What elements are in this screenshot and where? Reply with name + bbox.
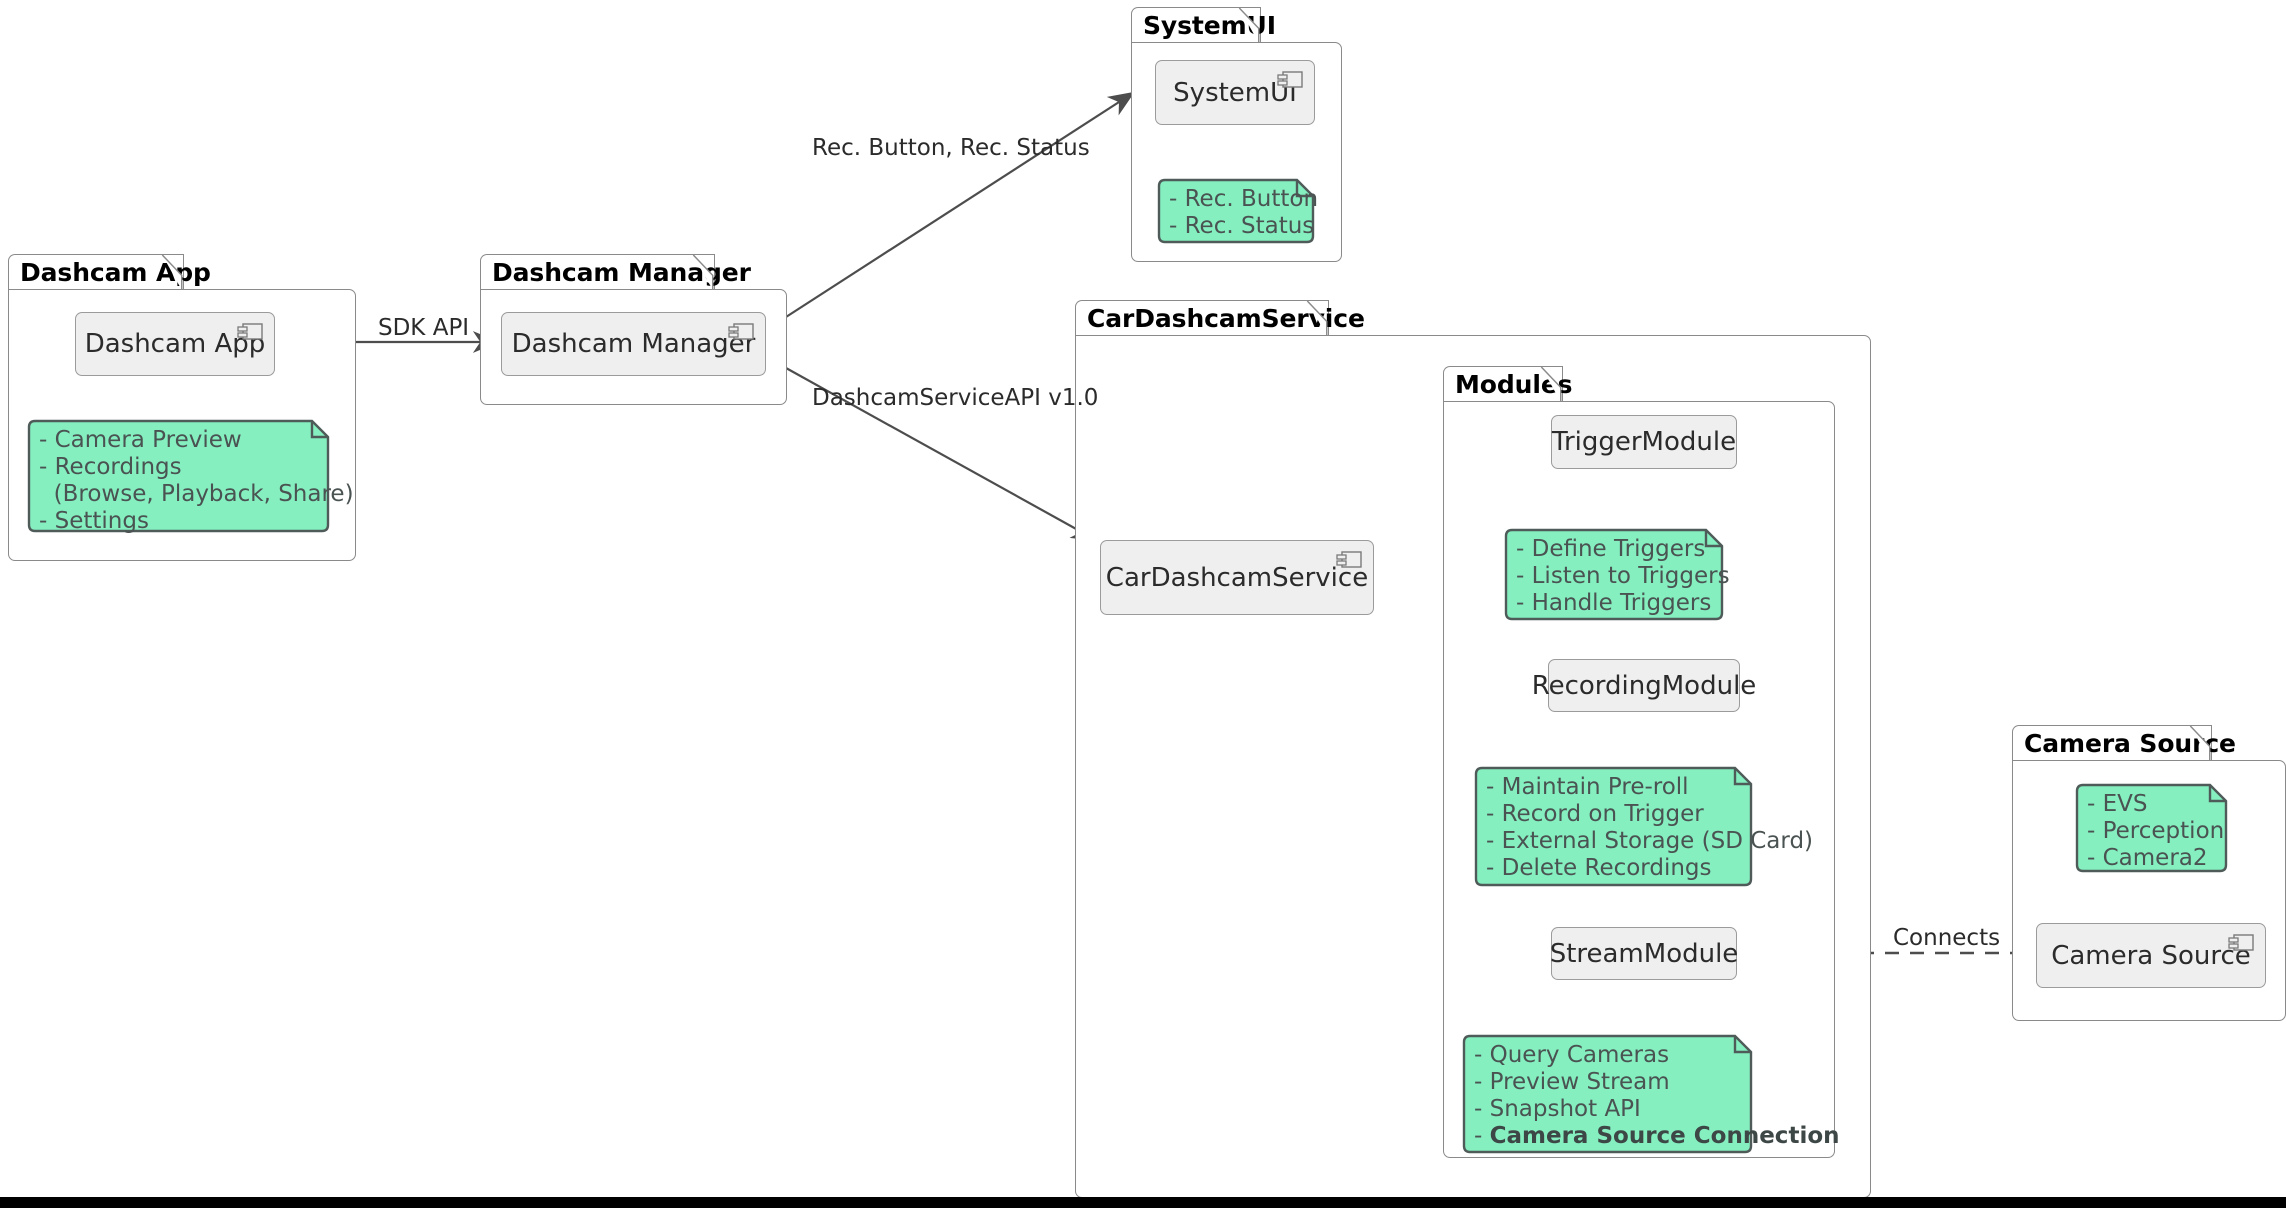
package-tab-systemui: SystemUI	[1131, 7, 1276, 43]
component-label-systemui: SystemUI	[1173, 77, 1297, 108]
note-recording-module: - Maintain Pre-roll - Record on Trigger …	[1473, 765, 1813, 888]
edge-label-sdk-api: SDK API	[378, 315, 470, 341]
component-label-camera-source: Camera Source	[2051, 940, 2251, 971]
package-tab-dashcam-manager: Dashcam Manager	[480, 254, 751, 290]
component-systemui[interactable]: SystemUI	[1155, 60, 1315, 125]
uml-component-icon	[1277, 71, 1303, 88]
note-shape	[1474, 766, 1753, 887]
component-stream-module[interactable]: StreamModule	[1549, 927, 1739, 980]
package-tab-car-dashcam-service: CarDashcamService	[1075, 300, 1365, 336]
package-tab-corner	[1238, 7, 1260, 43]
package-tab-dashcam-app: Dashcam App	[8, 254, 211, 290]
package-dashcam-app: Dashcam App Dashcam App - Camera Preview…	[8, 254, 356, 561]
component-dashcam-manager[interactable]: Dashcam Manager	[501, 312, 766, 376]
uml-component-icon	[1336, 551, 1362, 568]
package-tab-corner	[161, 254, 183, 290]
package-tab-modules: Modules	[1443, 366, 1573, 402]
note-text-stream-module: - Query Cameras - Preview Stream - Snaps…	[1474, 1042, 1840, 1149]
package-dashcam-manager: Dashcam Manager Dashcam Manager	[480, 254, 787, 405]
package-tab-corner	[1306, 300, 1328, 336]
edge-rec-button-status	[785, 91, 1135, 318]
uml-component-icon	[2228, 934, 2254, 951]
component-label-dashcam-manager: Dashcam Manager	[511, 329, 756, 359]
package-tab-camera-source: Camera Source	[2012, 725, 2236, 761]
screen-bottom-bar	[0, 1197, 2286, 1208]
edge-label-rec-button-status: Rec. Button, Rec. Status	[812, 135, 1090, 161]
package-tab-corner	[2189, 725, 2211, 761]
edge-label-dashcam-service-api: DashcamServiceAPI v1.0	[812, 385, 1099, 411]
note-shape	[1462, 1034, 1753, 1154]
package-modules: Modules TriggerModule - Define Triggers …	[1443, 366, 1840, 1158]
component-dashcam-app[interactable]: Dashcam App	[75, 312, 275, 376]
note-text-trigger-module: - Define Triggers - Listen to Triggers -…	[1516, 536, 1730, 616]
component-trigger-module[interactable]: TriggerModule	[1551, 415, 1737, 469]
note-text-camera-source: - EVS - Perception - Camera2	[2087, 791, 2225, 871]
note-shape	[1504, 528, 1724, 621]
note-systemui: - Rec. Button - Rec. Status	[1156, 177, 1319, 245]
note-shape	[1157, 178, 1315, 244]
component-label-trigger-module: TriggerModule	[1551, 427, 1737, 457]
component-car-dashcam-service[interactable]: CarDashcamService	[1100, 540, 1374, 615]
component-label-recording-module: RecordingModule	[1531, 670, 1757, 701]
note-camera-source: - EVS - Perception - Camera2	[2074, 782, 2229, 874]
package-car-dashcam-service: CarDashcamService CarDashcamService Modu…	[1075, 300, 1871, 1198]
uml-component-icon	[237, 323, 263, 340]
component-recording-module[interactable]: RecordingModule	[1532, 659, 1756, 712]
package-tab-corner	[1540, 366, 1562, 402]
package-camera-source: Camera Source - EVS - Perception - Camer…	[2012, 725, 2286, 1021]
note-text-recording-module: - Maintain Pre-roll - Record on Trigger …	[1486, 774, 1813, 881]
component-camera-source[interactable]: Camera Source	[2036, 923, 2266, 988]
note-text-dashcam-app: - Camera Preview - Recordings (Browse, P…	[39, 427, 354, 534]
component-label-dashcam-app: Dashcam App	[84, 329, 266, 359]
note-shape	[2075, 783, 2228, 873]
package-systemui: SystemUI SystemUI - Rec. Button - Rec. S…	[1131, 7, 1342, 262]
uml-component-icon	[728, 323, 754, 340]
edge-label-connects: Connects	[1893, 925, 2001, 951]
note-shape	[27, 419, 330, 533]
component-label-car-dashcam-service: CarDashcamService	[1105, 562, 1369, 593]
note-stream-module: - Query Cameras - Preview Stream - Snaps…	[1461, 1033, 1840, 1155]
package-tab-corner	[692, 254, 714, 290]
component-label-stream-module: StreamModule	[1549, 938, 1739, 969]
note-trigger-module: - Define Triggers - Listen to Triggers -…	[1503, 527, 1730, 622]
note-text-systemui: - Rec. Button - Rec. Status	[1169, 186, 1319, 239]
note-dashcam-app: - Camera Preview - Recordings (Browse, P…	[26, 418, 354, 534]
